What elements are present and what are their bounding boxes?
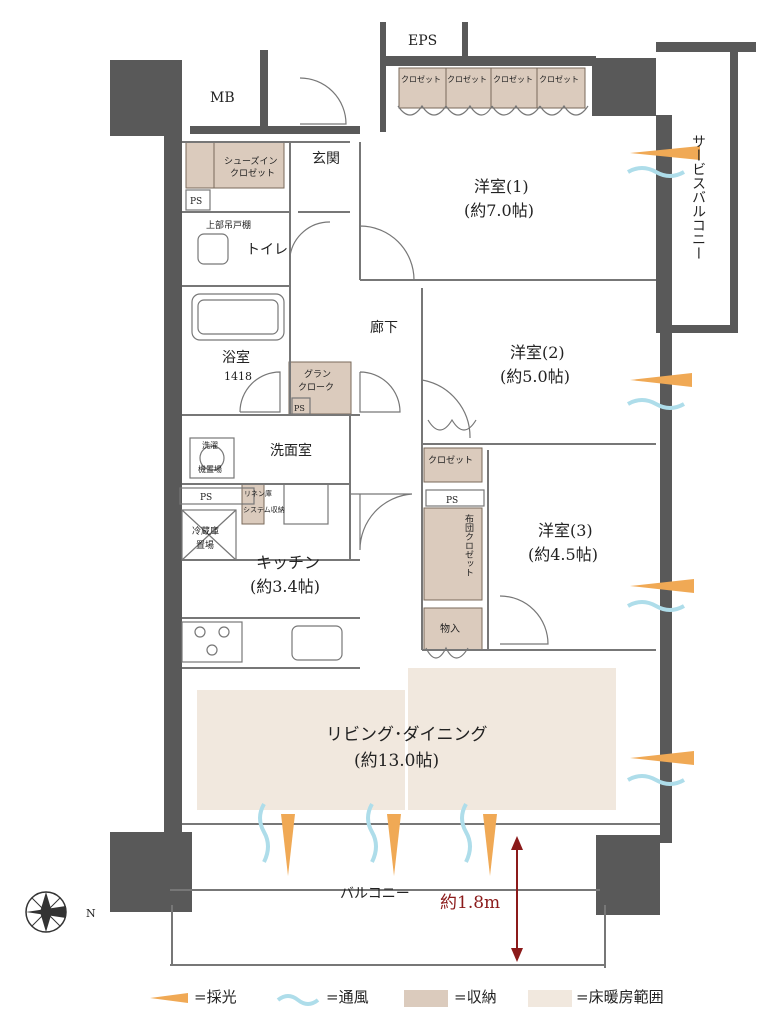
legend-floor-heating: =床暖房範囲 [576, 988, 664, 1006]
balcony-depth-dimension [511, 836, 523, 962]
label-bath: 浴室 [222, 349, 250, 366]
label-toilet: トイレ [246, 242, 288, 258]
light-indicators [281, 146, 700, 876]
label-washroom: 洗面室 [270, 442, 312, 459]
label-kitchen-size: (約3.4帖) [250, 577, 320, 596]
label-balcony-depth: 約1.8m [440, 893, 500, 913]
floor-heating-legend-swatch [528, 990, 572, 1007]
label-service-balcony: サービスバルコニー [690, 134, 706, 260]
label-living-size: (約13.0帖) [354, 751, 439, 771]
label-grand-cloak-2: クローク [298, 382, 334, 393]
fixtures [179, 189, 485, 663]
light-legend-icon [150, 993, 188, 1003]
label-washer-1: 洗濯 [202, 440, 218, 450]
label-linen-1: リネン庫 [244, 489, 272, 498]
floor-plan: EPS MB 玄関 シューズイン クロゼット PS 上部吊戸棚 トイレ 浴室 1… [25, 22, 756, 968]
storage-areas [185, 67, 586, 651]
label-shoes-closet-2: クロゼット [230, 167, 275, 179]
label-ps-2: PS [294, 404, 305, 413]
label-balcony: バルコニー [340, 886, 410, 902]
label-western1-size: (約7.0帖) [464, 201, 534, 220]
label-futon-closet: 布団クロゼット [463, 513, 474, 577]
label-western3-size: (約4.5帖) [528, 545, 598, 564]
label-genkan: 玄関 [312, 150, 340, 167]
label-closet-1: クロゼット [401, 74, 441, 84]
label-western2-size: (約5.0帖) [500, 367, 570, 386]
label-kitchen: キッチン [256, 553, 320, 572]
legend: =採光 =通風 =収納 =床暖房範囲 [0, 984, 765, 1014]
legend-storage: =収納 [454, 988, 497, 1006]
label-upper-shelf: 上部吊戸棚 [206, 219, 251, 231]
label-closet-3: クロゼット [493, 74, 533, 84]
floor-heating-area-right [408, 668, 616, 810]
label-grand-cloak-1: グラン [304, 368, 331, 380]
compass-icon [25, 891, 67, 933]
label-eps: EPS [408, 33, 437, 49]
legend-wind: =通風 [326, 988, 369, 1006]
label-mb: MB [210, 90, 235, 106]
label-western3: 洋室(3) [538, 521, 593, 540]
storage-legend-swatch [404, 990, 448, 1007]
doors [239, 77, 589, 659]
label-washer-2: 機置場 [198, 464, 222, 474]
walls [110, 22, 756, 915]
wind-indicators [258, 166, 685, 863]
label-fridge-1: 冷蔵庫 [192, 525, 219, 537]
label-ps-1: PS [190, 197, 202, 207]
label-ps-4: PS [446, 496, 458, 506]
wind-legend-icon [276, 994, 320, 1006]
label-shoes-closet-1: シューズイン [224, 155, 278, 167]
label-western1: 洋室(1) [474, 177, 529, 196]
label-bath-size: 1418 [224, 370, 252, 383]
label-western2: 洋室(2) [510, 343, 565, 362]
floor-heating-area-left [197, 690, 405, 810]
inner-walls [170, 141, 660, 968]
label-fridge-2: 置場 [196, 539, 214, 551]
label-closet-5: クロゼット [428, 454, 473, 466]
legend-light: =採光 [194, 988, 237, 1006]
label-ps-3: PS [200, 493, 212, 503]
label-living: リビング･ダイニング [326, 725, 488, 745]
label-closet-2: クロゼット [447, 74, 487, 84]
label-corridor: 廊下 [370, 319, 398, 336]
label-storage: 物入 [440, 622, 460, 635]
label-compass-n: N [86, 907, 96, 920]
label-linen-2: システム収納 [243, 505, 285, 514]
label-closet-4: クロゼット [539, 74, 579, 84]
